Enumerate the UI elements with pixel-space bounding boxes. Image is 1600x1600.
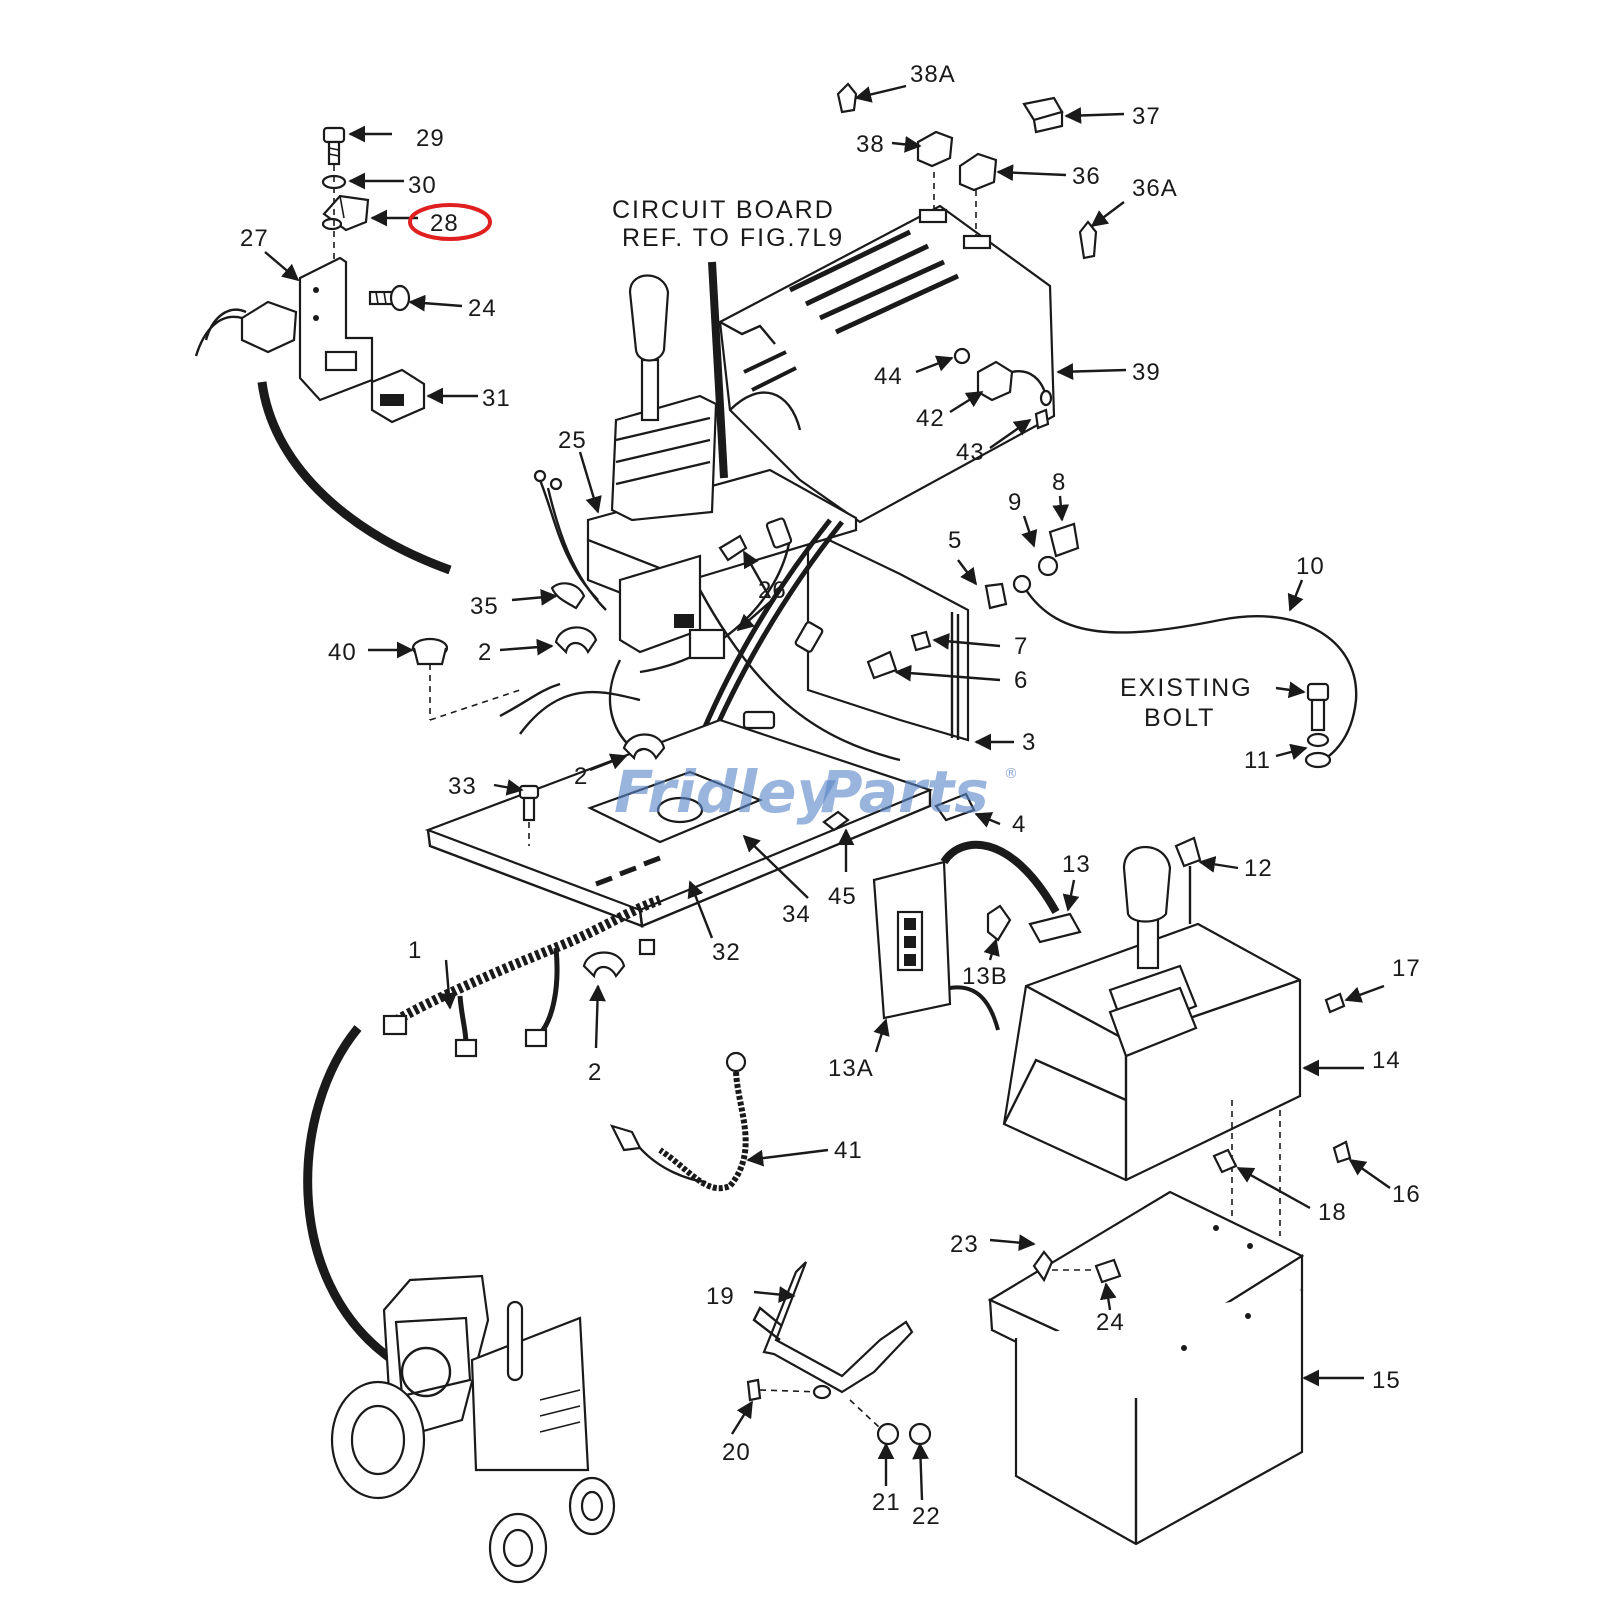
label-38a: 38A <box>910 61 956 88</box>
label-28: 28 <box>430 210 459 237</box>
label-25: 25 <box>558 427 587 454</box>
label-30: 30 <box>408 172 437 199</box>
label-33: 33 <box>448 773 477 800</box>
label-9: 9 <box>1008 489 1022 516</box>
label-5: 5 <box>948 527 962 554</box>
label-40: 40 <box>328 639 357 666</box>
label-35: 35 <box>470 593 499 620</box>
clips-2-drawing <box>554 626 666 979</box>
label-16: 16 <box>1392 1181 1421 1208</box>
label-39: 39 <box>1132 359 1161 386</box>
label-8: 8 <box>1052 469 1066 496</box>
callout-curve-lower <box>303 1025 393 1362</box>
switch-28-drawing <box>321 194 370 232</box>
label-3: 3 <box>1022 729 1036 756</box>
label-7: 7 <box>1014 633 1028 660</box>
wire-harness-1-drawing <box>382 895 662 1058</box>
label-24-lower: 24 <box>1096 1309 1125 1336</box>
label-10: 10 <box>1296 553 1325 580</box>
label-6: 6 <box>1014 667 1028 694</box>
label-13: 13 <box>1062 851 1091 878</box>
mount-box-15-drawing <box>987 1190 1305 1546</box>
label-17: 17 <box>1392 955 1421 982</box>
label-1: 1 <box>408 937 422 964</box>
bracket-19-drawing <box>746 1261 932 1446</box>
highlight-ring-28 <box>408 203 492 241</box>
label-20: 20 <box>722 1439 751 1466</box>
label-31: 31 <box>482 385 511 412</box>
label-42: 42 <box>916 405 945 432</box>
bolt-29-drawing <box>322 126 346 166</box>
label-38: 38 <box>856 131 885 158</box>
label-45: 45 <box>828 883 857 910</box>
callout-curve-upper <box>257 381 452 575</box>
label-37: 37 <box>1132 103 1161 130</box>
label-24-upper: 24 <box>468 295 497 322</box>
small-parts-left-drawing <box>411 582 850 846</box>
label-36: 36 <box>1072 163 1101 190</box>
label-36a: 36A <box>1132 175 1178 202</box>
label-2-middle: 2 <box>574 763 588 790</box>
label-29: 29 <box>416 125 445 152</box>
label-18: 18 <box>1318 1199 1347 1226</box>
label-44: 44 <box>874 363 903 390</box>
label-43: 43 <box>956 439 985 466</box>
label-15: 15 <box>1372 1367 1401 1394</box>
watermark-fridley: Fridley <box>614 758 836 826</box>
connector-block-drawing <box>194 300 298 357</box>
label-12: 12 <box>1244 855 1273 882</box>
existing-bolt-note-line1: EXISTING <box>1120 674 1253 702</box>
leader-arrows <box>264 84 1391 1501</box>
watermark: Fridley Parts ® <box>614 758 1018 826</box>
label-13b: 13B <box>962 963 1008 990</box>
label-14: 14 <box>1372 1047 1401 1074</box>
tractor-drawing <box>330 1274 616 1584</box>
harness-41-drawing <box>609 1051 749 1192</box>
cover-switches-drawing <box>836 82 1098 260</box>
label-19: 19 <box>706 1283 735 1310</box>
label-2-lower: 2 <box>588 1059 602 1086</box>
label-32: 32 <box>712 939 741 966</box>
part-labels: 29 30 28 27 24 31 38A 38 37 36 36A 39 44… <box>240 61 1421 1530</box>
label-26: 26 <box>758 577 787 604</box>
existing-bolt-drawing <box>1304 682 1332 769</box>
watermark-parts: Parts <box>820 758 989 826</box>
switch-bracket-group <box>194 126 426 424</box>
circuit-board-note-line2: REF. TO FIG.7L9 <box>622 224 844 252</box>
ground-strap-drawing <box>866 522 1358 822</box>
watermark-registered-mark: ® <box>1004 766 1018 782</box>
rocker-switch-31-drawing <box>370 368 426 424</box>
label-34: 34 <box>782 901 811 928</box>
label-13a: 13A <box>828 1055 874 1082</box>
circuit-board-note-line1: CIRCUIT BOARD <box>612 196 835 224</box>
label-11: 11 <box>1244 747 1271 774</box>
joystick-box-14-drawing <box>1002 836 1352 1236</box>
label-41: 41 <box>834 1137 863 1164</box>
label-2-upper: 2 <box>478 639 492 666</box>
existing-bolt-note-line2: BOLT <box>1144 704 1215 732</box>
label-21: 21 <box>872 1489 901 1516</box>
label-27: 27 <box>240 225 269 252</box>
display-13-drawing <box>872 840 1082 1031</box>
label-23: 23 <box>950 1231 979 1258</box>
bolt-24-upper-drawing <box>368 284 411 312</box>
bracket-27-drawing <box>298 256 374 402</box>
console-cover-39-drawing <box>718 172 1056 524</box>
label-4: 4 <box>1012 811 1026 838</box>
base-plate-32-drawing <box>424 682 934 956</box>
label-22: 22 <box>912 1503 941 1530</box>
